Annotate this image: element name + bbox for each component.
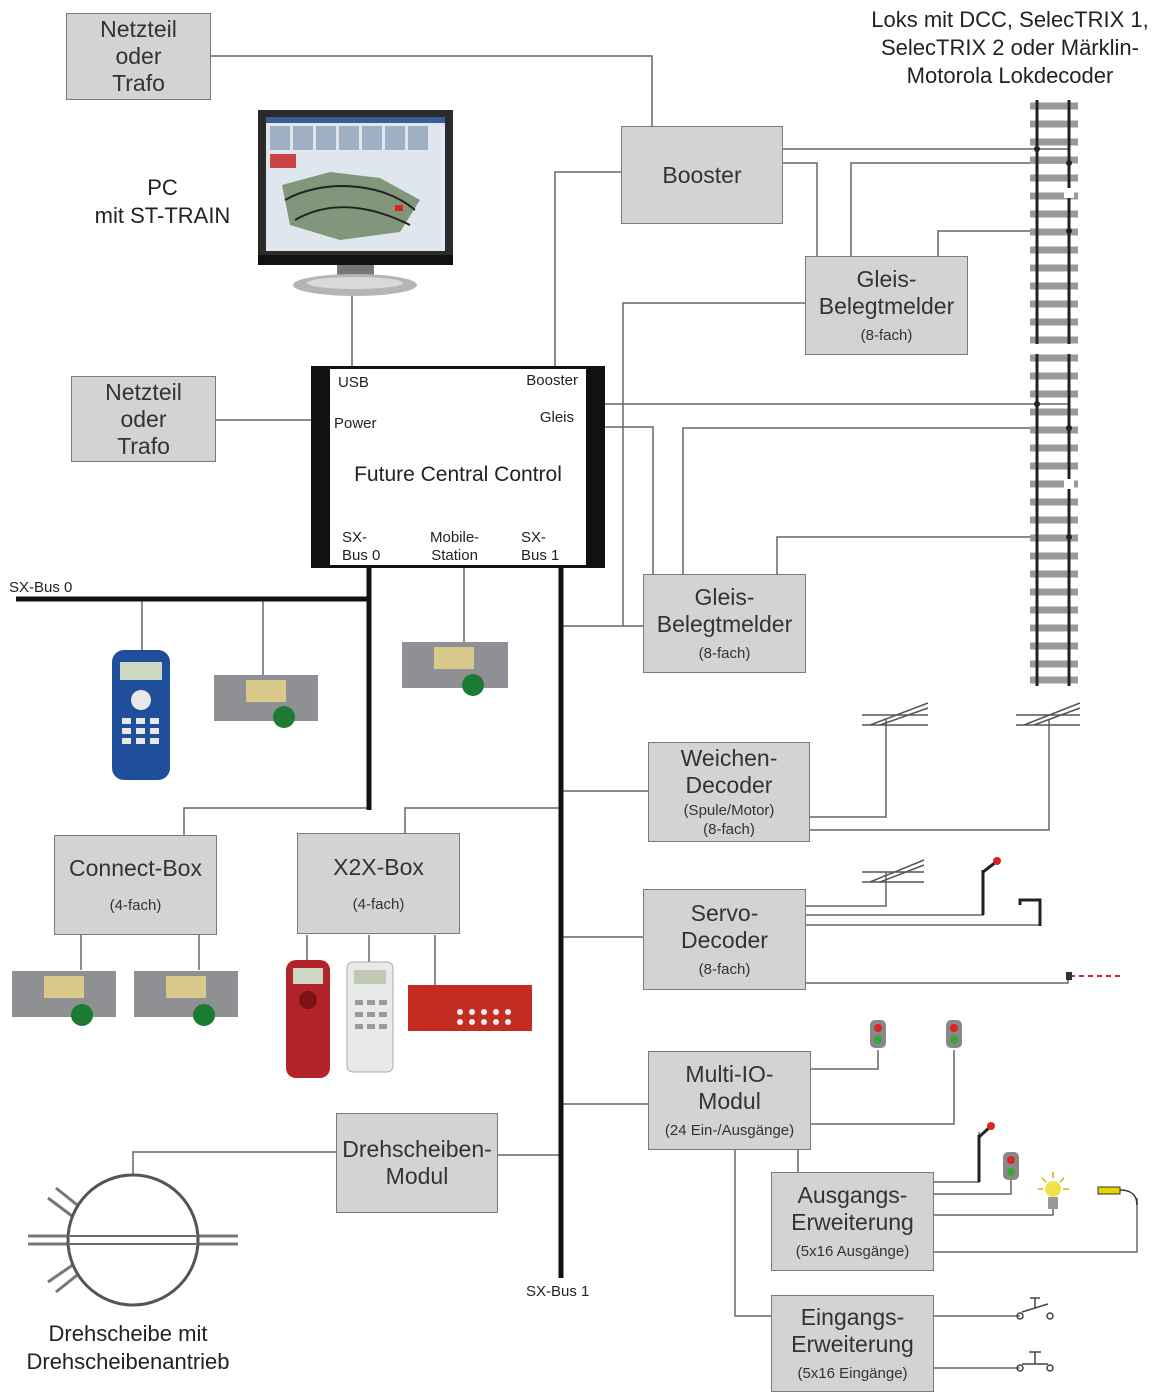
box-subtitle: (8-fach)	[698, 961, 751, 978]
booster-label: Booster	[662, 161, 742, 188]
servo-decoder-box: Servo- Decoder (8-fach)	[643, 889, 806, 990]
port-sxbus1-label: SX- Bus 1	[521, 529, 560, 564]
box-title: Eingangs- Erweiterung	[791, 1304, 914, 1357]
occupancy-detector-box: Gleis- Belegtmelder (8-fach)	[805, 256, 968, 355]
light-signal-icon	[870, 1020, 886, 1048]
output-extension-box: Ausgangs- Erweiterung (5x16 Ausgänge)	[771, 1172, 934, 1271]
light-signal-icon	[946, 1020, 962, 1048]
control-panel-icon	[12, 971, 116, 1026]
port-mobile-station-label: Mobile- Station	[430, 529, 480, 564]
pc-monitor-icon	[258, 110, 453, 296]
power-supply-label: Netzteil oder Trafo	[100, 16, 177, 96]
barrier-icon	[1066, 972, 1124, 980]
track	[1030, 100, 1078, 686]
central-control-unit: USB Booster Power Gleis Future Central C…	[311, 366, 605, 568]
power-supply-box: Netzteil oder Trafo	[66, 13, 211, 100]
pc-caption: PC mit ST-TRAIN	[94, 175, 231, 228]
uncoupler-icon	[1097, 1186, 1138, 1206]
turnout-decoder-box: Weichen- Decoder (Spule/Motor) (8-fach)	[648, 742, 810, 842]
push-button-icon	[1016, 1297, 1054, 1320]
sx-bus0-label: SX-Bus 0	[9, 579, 73, 596]
turnout-icon	[1016, 702, 1081, 726]
power-supply-label: Netzteil oder Trafo	[105, 378, 182, 459]
occupancy-detector-box: Gleis- Belegtmelder (8-fach)	[643, 574, 806, 673]
box-subtitle: (4-fach)	[352, 895, 405, 913]
handheld-controller-red-icon	[286, 960, 330, 1078]
locomotives-caption: Loks mit DCC, SelecTRIX 1, SelecTRIX 2 o…	[871, 7, 1149, 88]
handheld-controller-blue-icon	[112, 650, 170, 780]
input-extension-box: Eingangs- Erweiterung (5x16 Eingänge)	[771, 1295, 934, 1392]
box-title: Weichen- Decoder	[680, 745, 778, 798]
handheld-controller-white-icon	[346, 961, 394, 1073]
track-bumper-icon	[1018, 898, 1042, 926]
control-panel-icon	[134, 971, 238, 1026]
port-usb-label: USB	[338, 374, 369, 391]
semaphore-signal-icon	[981, 857, 1001, 915]
turntable-icon	[28, 1173, 238, 1307]
port-booster-label: Booster	[526, 372, 578, 389]
control-panel-icon	[214, 675, 318, 728]
box-title: Ausgangs- Erweiterung	[791, 1182, 914, 1235]
box-title: Gleis- Belegtmelder	[656, 584, 793, 637]
power-supply-box: Netzteil oder Trafo	[71, 376, 216, 462]
control-panel-icon	[402, 642, 508, 696]
box-subtitle: (8-fach)	[860, 327, 913, 344]
box-title: Multi-IO- Modul	[685, 1061, 774, 1114]
box-title: X2X-Box	[333, 853, 424, 880]
box-title: Gleis- Belegtmelder	[818, 266, 955, 319]
box-title: Drehscheiben- Modul	[342, 1136, 492, 1189]
box-subtitle: (Spule/Motor) (8-fach)	[683, 802, 775, 838]
x2x-box: X2X-Box (4-fach)	[297, 833, 460, 934]
box-title: Servo- Decoder	[681, 900, 768, 953]
turnout-icon	[862, 702, 929, 726]
box-subtitle: (5x16 Ausgänge)	[795, 1243, 910, 1260]
push-button-icon	[1016, 1351, 1054, 1372]
lamp-icon	[1038, 1172, 1069, 1209]
box-subtitle: (24 Ein-/Ausgänge)	[664, 1122, 795, 1139]
light-signal-icon	[1003, 1152, 1019, 1180]
multi-io-module-box: Multi-IO- Modul (24 Ein-/Ausgänge)	[648, 1051, 811, 1150]
turntable-caption: Drehscheibe mit Drehscheibenantrieb	[26, 1321, 230, 1374]
box-subtitle: (4-fach)	[109, 897, 162, 914]
turnout-icon	[862, 859, 925, 883]
box-title: Connect-Box	[69, 855, 202, 881]
control-desk-red-icon	[408, 985, 532, 1031]
box-subtitle: (5x16 Eingänge)	[797, 1365, 908, 1382]
central-control-title: Future Central Control	[354, 463, 562, 486]
booster-box: Booster	[621, 126, 783, 224]
port-power-label: Power	[334, 415, 377, 432]
sx-bus1-label: SX-Bus 1	[526, 1283, 590, 1300]
connect-box: Connect-Box (4-fach)	[54, 835, 217, 935]
port-gleis-label: Gleis	[539, 409, 574, 426]
bus-lines	[16, 568, 564, 1278]
port-sxbus0-label: SX- Bus 0	[342, 529, 381, 564]
semaphore-signal-icon	[977, 1122, 995, 1182]
turntable-module-box: Drehscheiben- Modul	[336, 1113, 498, 1213]
box-subtitle: (8-fach)	[698, 645, 751, 662]
